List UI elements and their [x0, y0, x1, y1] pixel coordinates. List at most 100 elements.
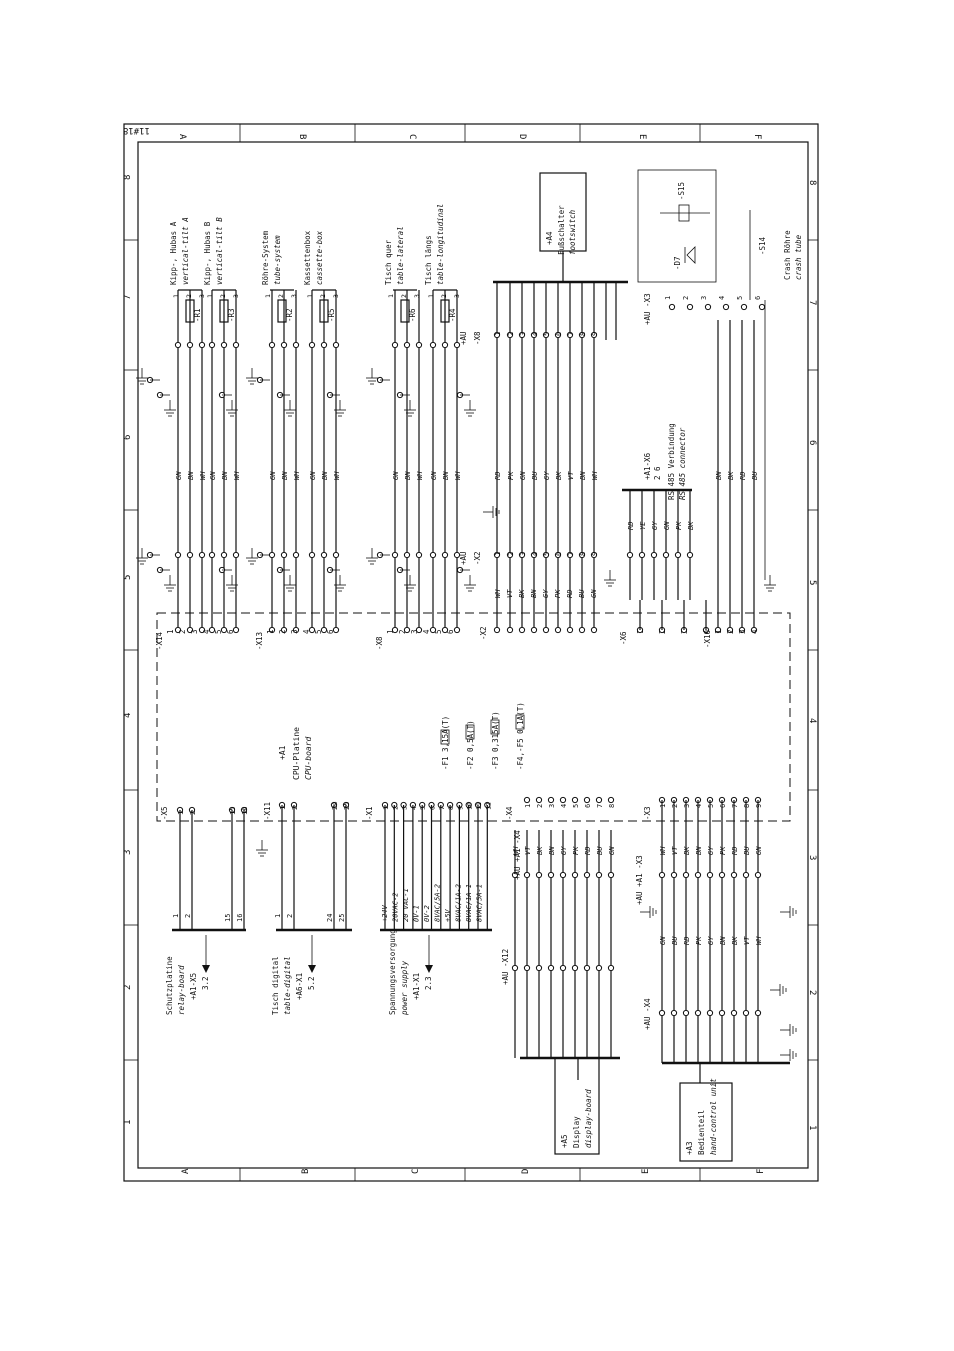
wire-color: BN [321, 471, 329, 480]
pin-terminal [559, 871, 567, 879]
wire-color: WH [333, 471, 341, 480]
module-ref: +A6-X1 [295, 973, 304, 1000]
wire-color: PK [572, 846, 580, 855]
pin-number: 24 [331, 802, 339, 810]
svg-text:CPU-Platine: CPU-Platine [292, 727, 301, 780]
wire-color: BK [518, 589, 526, 598]
pin-number: 2 [219, 294, 227, 298]
pin-terminal [542, 551, 550, 559]
zone-number-right: 2 [807, 990, 817, 995]
wire-color: BN [530, 589, 538, 598]
wire-color: PK [554, 589, 562, 598]
pin-number: 4 [410, 806, 418, 810]
ground-symbol [136, 368, 148, 385]
pin-number: 8 [579, 332, 587, 336]
pin-number: 3 [332, 294, 340, 298]
svg-text:-S15: -S15 [677, 182, 686, 200]
pin-terminal [670, 1009, 678, 1017]
zone-letter-bottom: D [521, 1169, 531, 1174]
wire-color: WH [293, 471, 301, 480]
crash-tube-area: -S15 -D7 Crash Röhre crash tube -S14 +AU… [637, 169, 803, 325]
pin-terminal [232, 341, 240, 349]
pin-terminal [220, 626, 228, 634]
pin-terminal [232, 626, 240, 634]
pin-terminal [280, 551, 288, 559]
pin-number: 15 [229, 807, 237, 815]
rs485-label: +A1-X6 2 6 RS 485 Verbindung RS 485 conn… [643, 423, 687, 500]
pin-terminal [754, 871, 762, 879]
pin-number: 1 [524, 804, 532, 808]
pin-number: 1 [264, 294, 272, 298]
pin-terminal [583, 796, 591, 804]
fuse-label: -F4,-F5 0,1A(T) [516, 702, 525, 770]
zone-letter-bottom: B [301, 1169, 311, 1174]
power-signal: 8VAC/5A-2 [434, 884, 442, 922]
pin-number: 6 [719, 804, 727, 808]
wire-color: BN [404, 471, 412, 480]
svg-text:+A5: +A5 [560, 1134, 569, 1148]
wire-color: VT [506, 589, 514, 598]
module-name-en: power supply [400, 960, 409, 1015]
pin-terminal [320, 341, 328, 349]
pin-terminal [658, 871, 666, 879]
pin-number: 6 [584, 804, 592, 808]
potentiometer-ref: -R5 [327, 308, 336, 322]
wire-color: BN [221, 471, 229, 480]
wire-color: GY [542, 589, 550, 598]
potentiometer-ref: -R6 [408, 308, 417, 322]
power-signal: 20 VAC-1 [402, 888, 410, 922]
pin-terminal [583, 964, 591, 972]
wire-color: VT [743, 936, 751, 945]
pin-number: 1 [659, 804, 667, 808]
pin-terminal [415, 551, 423, 559]
ground-symbol [256, 840, 268, 857]
pin-terminal [571, 964, 579, 972]
arrow-head [308, 965, 316, 973]
module-name-de: Schutzplatine [165, 956, 174, 1015]
ground-symbol [366, 548, 378, 565]
pin-terminal [268, 626, 276, 634]
zone-letter-top: D [517, 134, 527, 139]
pin-number: 8 [743, 804, 751, 808]
pin-terminal [742, 1009, 750, 1017]
ground-symbol [246, 368, 258, 385]
wire-color: BK [683, 846, 691, 855]
pin-terminal [391, 341, 399, 349]
resistor-symbol [185, 299, 195, 323]
zone-number-left: 2 [123, 985, 133, 990]
pin-terminal [391, 551, 399, 559]
fuse-symbol [465, 724, 475, 740]
svg-text:+A3: +A3 [685, 1141, 694, 1155]
pin-number: 3 [413, 294, 421, 298]
pin-number: 6 [555, 552, 563, 556]
zone-letter-top: F [752, 134, 762, 139]
pin-terminal [506, 331, 514, 339]
wire-color: BK [555, 471, 563, 480]
connector-id: -X10 [703, 629, 712, 648]
pin-terminal [694, 1009, 702, 1017]
pin-number: 2 [726, 629, 735, 634]
wire-color: WH [233, 471, 241, 480]
pin-terminal [714, 626, 722, 634]
pin-terminal [511, 871, 519, 879]
wire-color: BU [596, 846, 604, 855]
zone-number-right: 1 [807, 1125, 817, 1130]
pin-number: 1 [266, 629, 275, 634]
zone-number-left: 4 [123, 713, 133, 718]
pin-terminal [662, 551, 670, 559]
pin-terminal [650, 551, 658, 559]
pin-number: 3 [290, 294, 298, 298]
pin-terminal [722, 303, 730, 311]
pin-number: 11 [475, 802, 483, 810]
zone-number-right: 7 [807, 300, 817, 305]
pin-terminal [415, 341, 423, 349]
pin-terminal [506, 551, 514, 559]
pin-terminal [530, 331, 538, 339]
pin-terminal [535, 871, 543, 879]
svg-text:Crash Röhre: Crash Röhre [783, 230, 792, 280]
pin-number: 1 [274, 914, 282, 918]
wire-color: GN [608, 846, 616, 855]
pin-number: 1 [427, 294, 435, 298]
pin-terminal [232, 551, 240, 559]
